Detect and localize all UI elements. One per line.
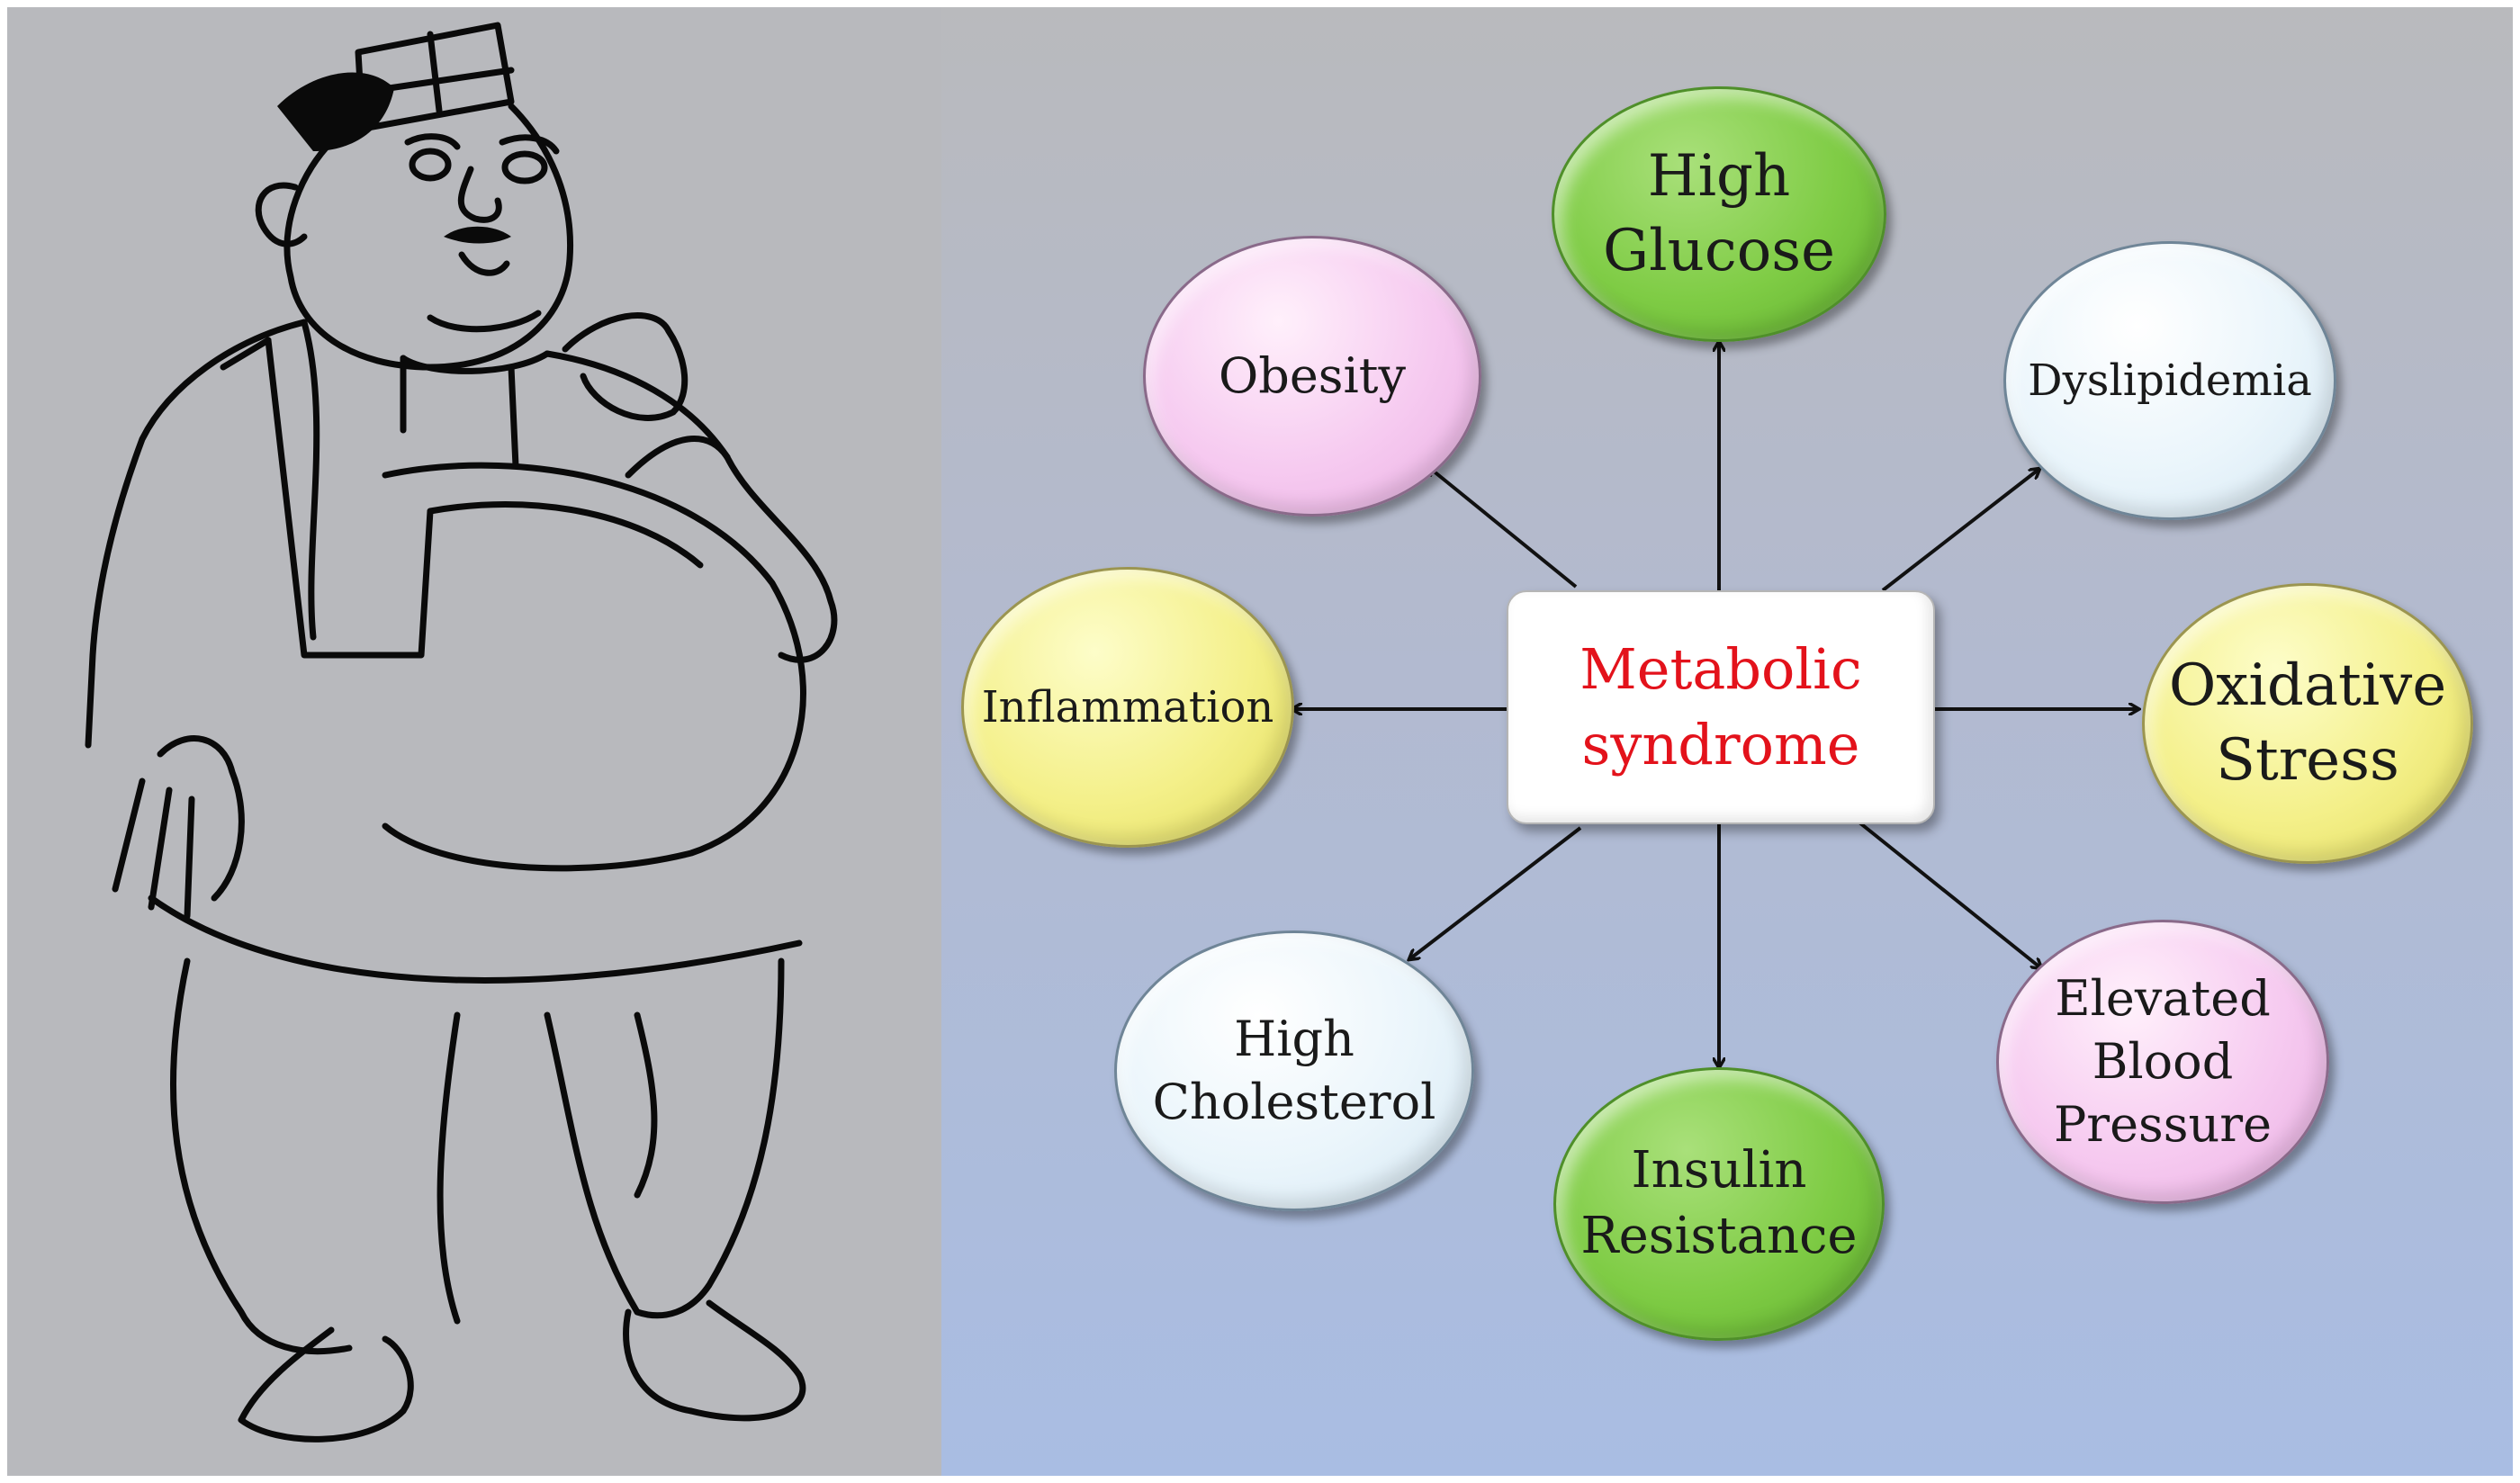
- arrow-to-high-cholesterol: [1409, 826, 1582, 959]
- diagram-panel: Metabolic syndrome High Glucose Dyslipid…: [941, 7, 2513, 1476]
- illustration-panel: [7, 7, 941, 1476]
- arrow-to-obesity: [1427, 466, 1578, 589]
- obese-man-sketch-icon: [85, 22, 838, 1443]
- node-obesity: Obesity: [1143, 236, 1481, 517]
- connector-arrows: [941, 7, 2513, 1476]
- node-insulin-resistance: Insulin Resistance: [1553, 1067, 1885, 1341]
- arrow-to-dyslipidemia: [1881, 469, 2039, 592]
- node-oxidative-stress: Oxidative Stress: [2142, 583, 2473, 864]
- node-high-glucose: High Glucose: [1552, 86, 1886, 342]
- node-elevated-blood-pressure: Elevated Blood Pressure: [1996, 920, 2329, 1204]
- node-dyslipidemia: Dyslipidemia: [2003, 241, 2336, 520]
- metabolic-syndrome-box: Metabolic syndrome: [1507, 590, 1935, 824]
- node-high-cholesterol: High Cholesterol: [1114, 930, 1474, 1211]
- arrow-to-elevated-blood-pressure: [1858, 821, 2041, 968]
- node-inflammation: Inflammation: [961, 567, 1294, 848]
